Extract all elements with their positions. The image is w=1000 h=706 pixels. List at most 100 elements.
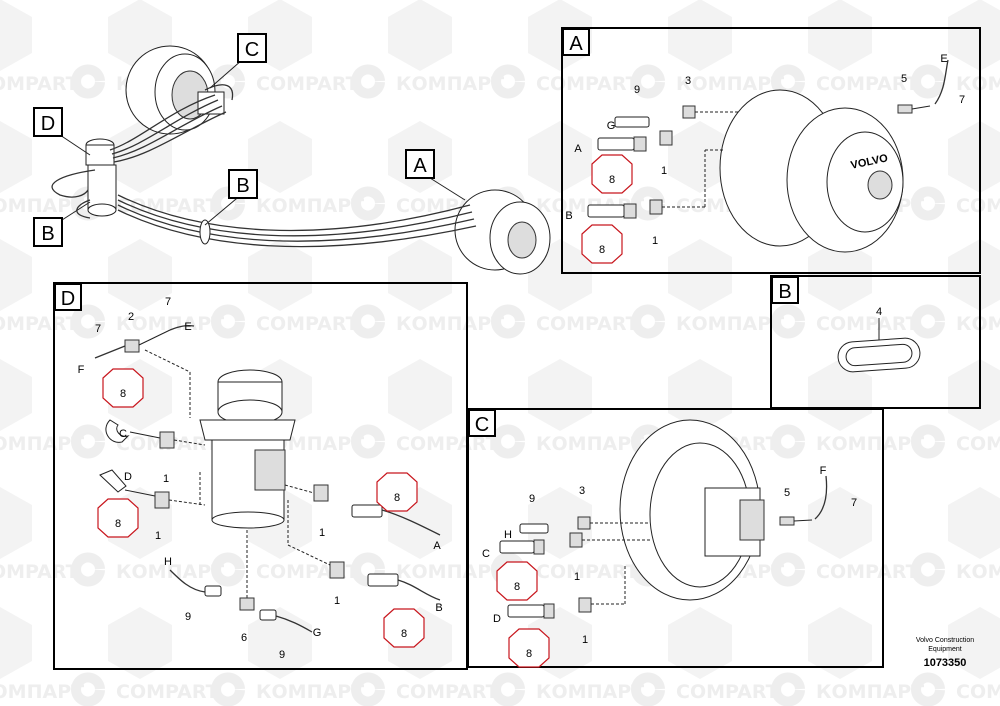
watermark-tile: КОМПАРТ (911, 0, 1000, 99)
svg-text:COMPART: COMPART (396, 681, 499, 703)
panel-a-travel-motor: VOLVO (719, 89, 904, 253)
watermark-tile: КОМПАРТ (211, 607, 364, 706)
svg-text:КОМПАРТ: КОМПАРТ (116, 313, 224, 335)
panel-c-part-9: 9 (529, 493, 535, 505)
svg-text:COMPART: COMPART (0, 313, 79, 335)
svg-text:КОМПАРТ: КОМПАРТ (676, 73, 784, 95)
panel-d-hex-8-d: 8 (383, 608, 425, 648)
svg-text:КОМПАРТ: КОМПАРТ (956, 73, 1000, 95)
watermark-tile: COMPART (911, 607, 1000, 706)
panel-a-hex-8-lower: 8 (581, 224, 623, 264)
panel-c-title: C (475, 414, 489, 436)
watermark-tile: КОМПАРТ (0, 121, 84, 217)
panel-a-part-9: 9 (634, 84, 640, 96)
svg-text:COMPART: COMPART (116, 195, 219, 217)
callout-a[interactable]: A (405, 149, 466, 201)
watermark-tile: КОМПАРТ (631, 0, 784, 99)
watermark-tile: КОМПАРТ (351, 239, 504, 339)
panel-d-letter-c: C (119, 428, 127, 440)
callout-b-overview-label: B (236, 175, 249, 197)
panel-c-hex-8-upper: 8 (496, 561, 538, 601)
callout-a-label: A (413, 155, 427, 177)
svg-text:8: 8 (599, 244, 605, 256)
watermark-tile: COMPART (911, 359, 1000, 459)
svg-text:8: 8 (526, 648, 532, 660)
panel-d-fittings (94, 324, 441, 633)
callout-b-swivel[interactable]: B (33, 201, 91, 247)
callout-d-label: D (41, 113, 55, 135)
detail-panel-a: A VOLVO 9 3 5 (561, 27, 981, 274)
svg-text:8: 8 (394, 492, 400, 504)
panel-a-part-5: 5 (901, 73, 907, 85)
panel-c-hex-8-lower: 8 (508, 628, 550, 668)
panel-b-part-4: 4 (876, 306, 882, 318)
svg-text:COMPART: COMPART (396, 433, 499, 455)
callout-b-overview[interactable]: B (204, 169, 258, 226)
panel-b-hose-clamp (837, 318, 921, 373)
watermark-tile: КОМПАРТ (351, 0, 504, 99)
watermark-tile: COMPART (0, 239, 79, 335)
panel-c-part-5: 5 (784, 487, 790, 499)
panel-d-hex-8-a: 8 (102, 368, 144, 408)
panel-c-part-1-upper: 1 (574, 571, 580, 583)
panel-d-letter-e: E (184, 321, 191, 333)
panel-a-title: A (569, 33, 583, 55)
svg-text:COMPART: COMPART (0, 561, 79, 583)
watermark-tile: COMPART (631, 607, 779, 706)
panel-d-part-7-top: 7 (165, 296, 171, 308)
panel-c-part-1-lower: 1 (582, 634, 588, 646)
svg-text:COMPART: COMPART (816, 313, 919, 335)
svg-text:КОМПАРТ: КОМПАРТ (256, 195, 364, 217)
panel-a-fittings (587, 59, 949, 219)
panel-d-swivel-joint (199, 369, 296, 529)
panel-a-letter-a: A (574, 143, 582, 155)
callout-d[interactable]: D (33, 107, 91, 156)
svg-text:КОМПАРТ: КОМПАРТ (816, 681, 924, 703)
svg-text:КОМПАРТ: КОМПАРТ (956, 313, 1000, 335)
panel-d-part-1-b: 1 (155, 530, 161, 542)
watermark-tile: КОМПАРТ (0, 359, 84, 455)
panel-a-letter-e: E (940, 53, 947, 65)
callout-c[interactable]: C (209, 33, 267, 89)
title-block: Volvo Construction Equipment 1073350 (916, 637, 974, 669)
overview-hoses (51, 84, 477, 248)
panel-d-letter-d: D (124, 471, 132, 483)
overview-assembly: C D B B A (33, 33, 551, 275)
panel-c-travel-motor (619, 419, 765, 601)
rear-travel-motor (125, 45, 225, 135)
svg-text:8: 8 (401, 628, 407, 640)
panel-c-letter-h: H (504, 529, 512, 541)
panel-a-part-3: 3 (685, 75, 691, 87)
svg-text:КОМПАРТ: КОМПАРТ (256, 681, 364, 703)
panel-d-part-1-d: 1 (334, 595, 340, 607)
svg-text:КОМПАРТ: КОМПАРТ (536, 433, 644, 455)
svg-text:КОМПАРТ: КОМПАРТ (0, 681, 84, 703)
svg-text:COMPART: COMPART (256, 313, 359, 335)
svg-text:КОМПАРТ: КОМПАРТ (676, 313, 784, 335)
watermark-tile: COMPART (71, 607, 219, 706)
watermark-tile: COMPART (0, 487, 79, 583)
panel-d-letter-g: G (313, 627, 322, 639)
watermark-tile: КОМПАРТ (771, 607, 924, 706)
svg-text:КОМПАРТ: КОМПАРТ (956, 561, 1000, 583)
svg-text:COMPART: COMPART (956, 681, 1000, 703)
panel-d-part-1-a: 1 (163, 473, 169, 485)
panel-c-letter-c: C (482, 548, 490, 560)
panel-a-hex-8-upper: 8 (591, 154, 633, 194)
detail-panel-b: B 4 (770, 275, 981, 409)
watermark-tile: COMPART (351, 359, 499, 459)
svg-text:КОМПАРТ: КОМПАРТ (536, 681, 644, 703)
svg-text:КОМПАРТ: КОМПАРТ (396, 73, 504, 95)
callout-b-swivel-label: B (41, 223, 54, 245)
watermark-tile: COMPART (0, 0, 79, 95)
svg-text:COMPART: COMPART (0, 73, 79, 95)
panel-d-part-9-b: 9 (279, 649, 285, 661)
watermark-tile: КОМПАРТ (911, 487, 1000, 587)
svg-text:КОМПАРТ: КОМПАРТ (816, 433, 924, 455)
svg-text:COMPART: COMPART (536, 561, 639, 583)
panel-d-part-7-left: 7 (95, 323, 101, 335)
front-travel-motor (454, 189, 551, 275)
detail-panel-c: C 9 3 5 F 7 H C (467, 408, 884, 668)
panel-d-letter-f: F (78, 364, 85, 376)
